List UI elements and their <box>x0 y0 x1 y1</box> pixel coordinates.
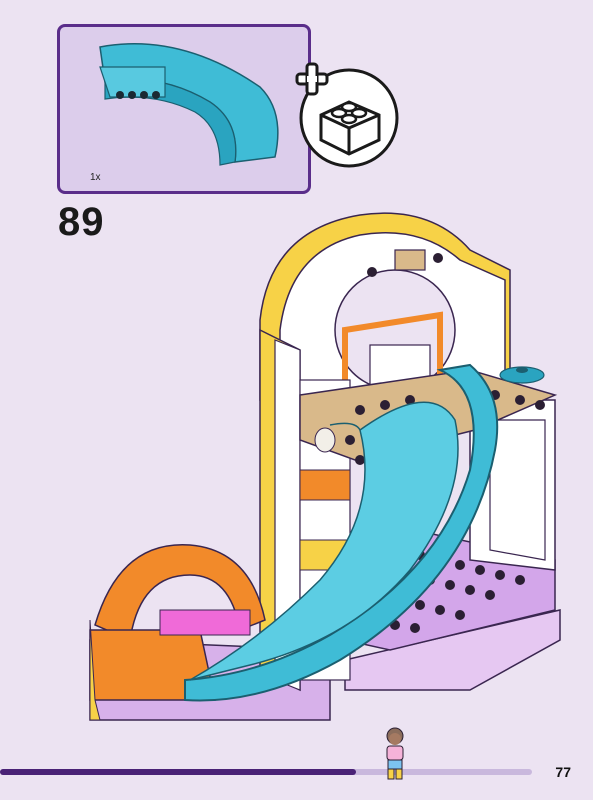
progress-fill <box>0 769 357 775</box>
curved-slide-piece-icon <box>99 43 279 166</box>
page-number: 77 <box>555 764 571 780</box>
add-brick-icon <box>295 62 399 168</box>
platform-studs <box>345 390 545 465</box>
step-number: 89 <box>58 200 105 244</box>
progress-bar <box>0 769 532 775</box>
parts-quantity: 1x <box>90 172 101 183</box>
minifigure-icon <box>386 727 404 780</box>
parts-callout-box: 1x <box>57 24 311 194</box>
